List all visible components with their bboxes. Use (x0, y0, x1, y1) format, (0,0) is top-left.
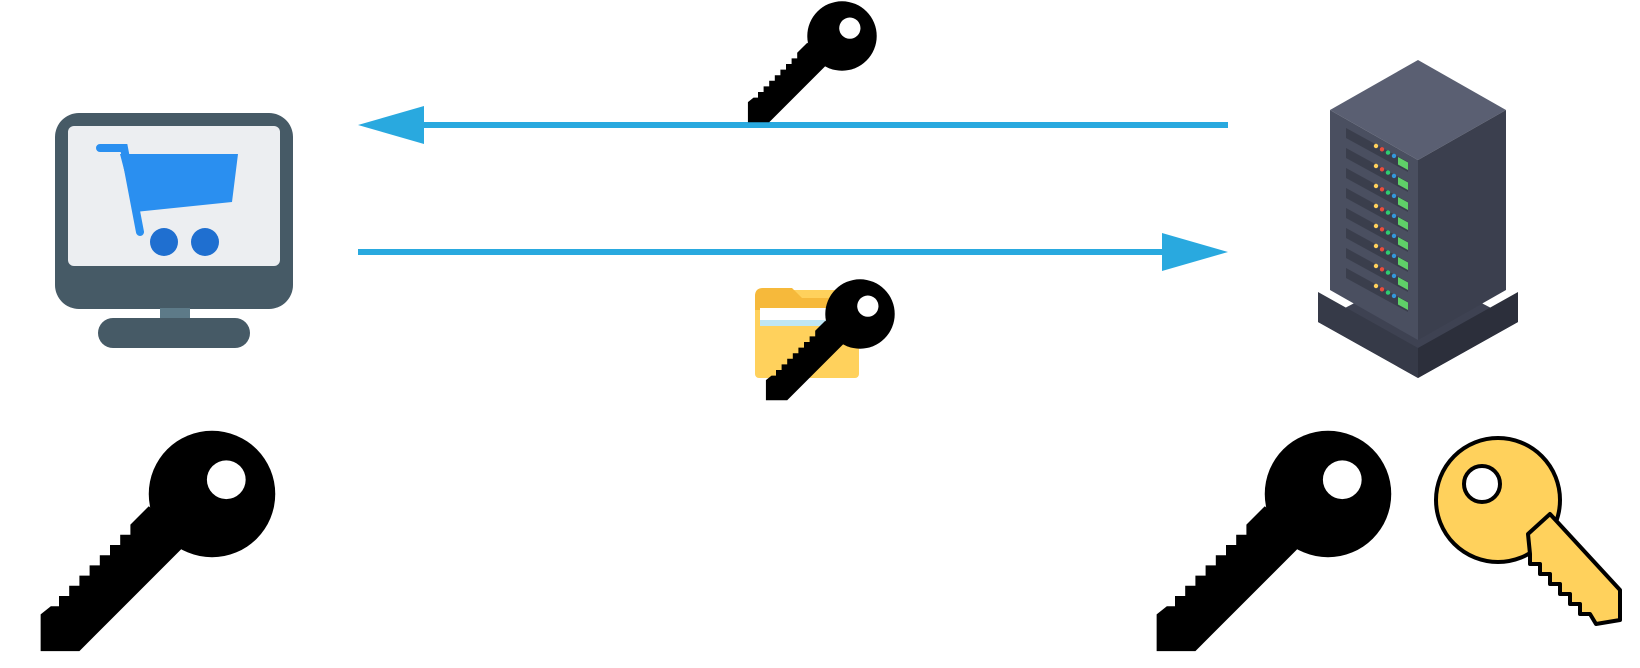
server-slot (1346, 268, 1408, 312)
server-led (1379, 147, 1385, 152)
client-monitor-icon (55, 113, 293, 348)
server-rack-icon (1318, 60, 1518, 378)
server-led (1391, 293, 1397, 299)
server-led (1379, 187, 1385, 192)
server-status-bar (1398, 197, 1408, 210)
server-slot (1346, 248, 1408, 292)
server-black-key-icon (1156, 430, 1392, 652)
server-status-bar (1398, 217, 1408, 230)
arrow-server-to-client (358, 106, 1228, 144)
server-led (1385, 170, 1391, 175)
server-led (1385, 290, 1391, 295)
server-status-bar (1398, 177, 1408, 190)
arrow-client-to-server (358, 233, 1228, 271)
server-led (1373, 283, 1379, 289)
shopping-cart-icon (96, 144, 238, 256)
server-led (1385, 150, 1391, 155)
server-status-bar (1398, 257, 1408, 270)
folder-with-key-icon (755, 279, 895, 401)
server-status-bar (1398, 277, 1408, 290)
server-led (1385, 250, 1391, 255)
server-led (1373, 223, 1379, 229)
server-led (1379, 227, 1385, 232)
server-led (1385, 270, 1391, 275)
server-slot (1346, 228, 1408, 272)
server-led (1391, 213, 1397, 219)
server-led (1385, 210, 1391, 215)
server-slot (1346, 208, 1408, 252)
server-led (1373, 163, 1379, 169)
server-led (1373, 183, 1379, 189)
server-led (1379, 287, 1385, 292)
server-slot (1346, 168, 1408, 212)
server-led (1385, 190, 1391, 195)
server-led (1391, 253, 1397, 259)
server-status-bar (1398, 237, 1408, 250)
server-led (1373, 203, 1379, 209)
server-led (1391, 273, 1397, 279)
server-led (1373, 243, 1379, 249)
server-led (1379, 267, 1385, 272)
server-led (1373, 263, 1379, 269)
server-slot (1346, 128, 1408, 172)
server-yellow-key-icon (1434, 436, 1622, 626)
server-led (1379, 207, 1385, 212)
server-led (1379, 247, 1385, 252)
server-slot (1346, 188, 1408, 232)
client-black-key-icon (40, 430, 276, 652)
server-led (1379, 167, 1385, 172)
server-led (1385, 230, 1391, 235)
server-led (1391, 153, 1397, 159)
server-led (1391, 173, 1397, 179)
server-led (1391, 193, 1397, 199)
server-status-bar (1398, 157, 1408, 170)
server-led (1373, 143, 1379, 149)
black-key-icon (747, 1, 877, 123)
server-slot (1346, 148, 1408, 192)
server-led (1391, 233, 1397, 239)
server-status-bar (1398, 297, 1408, 310)
